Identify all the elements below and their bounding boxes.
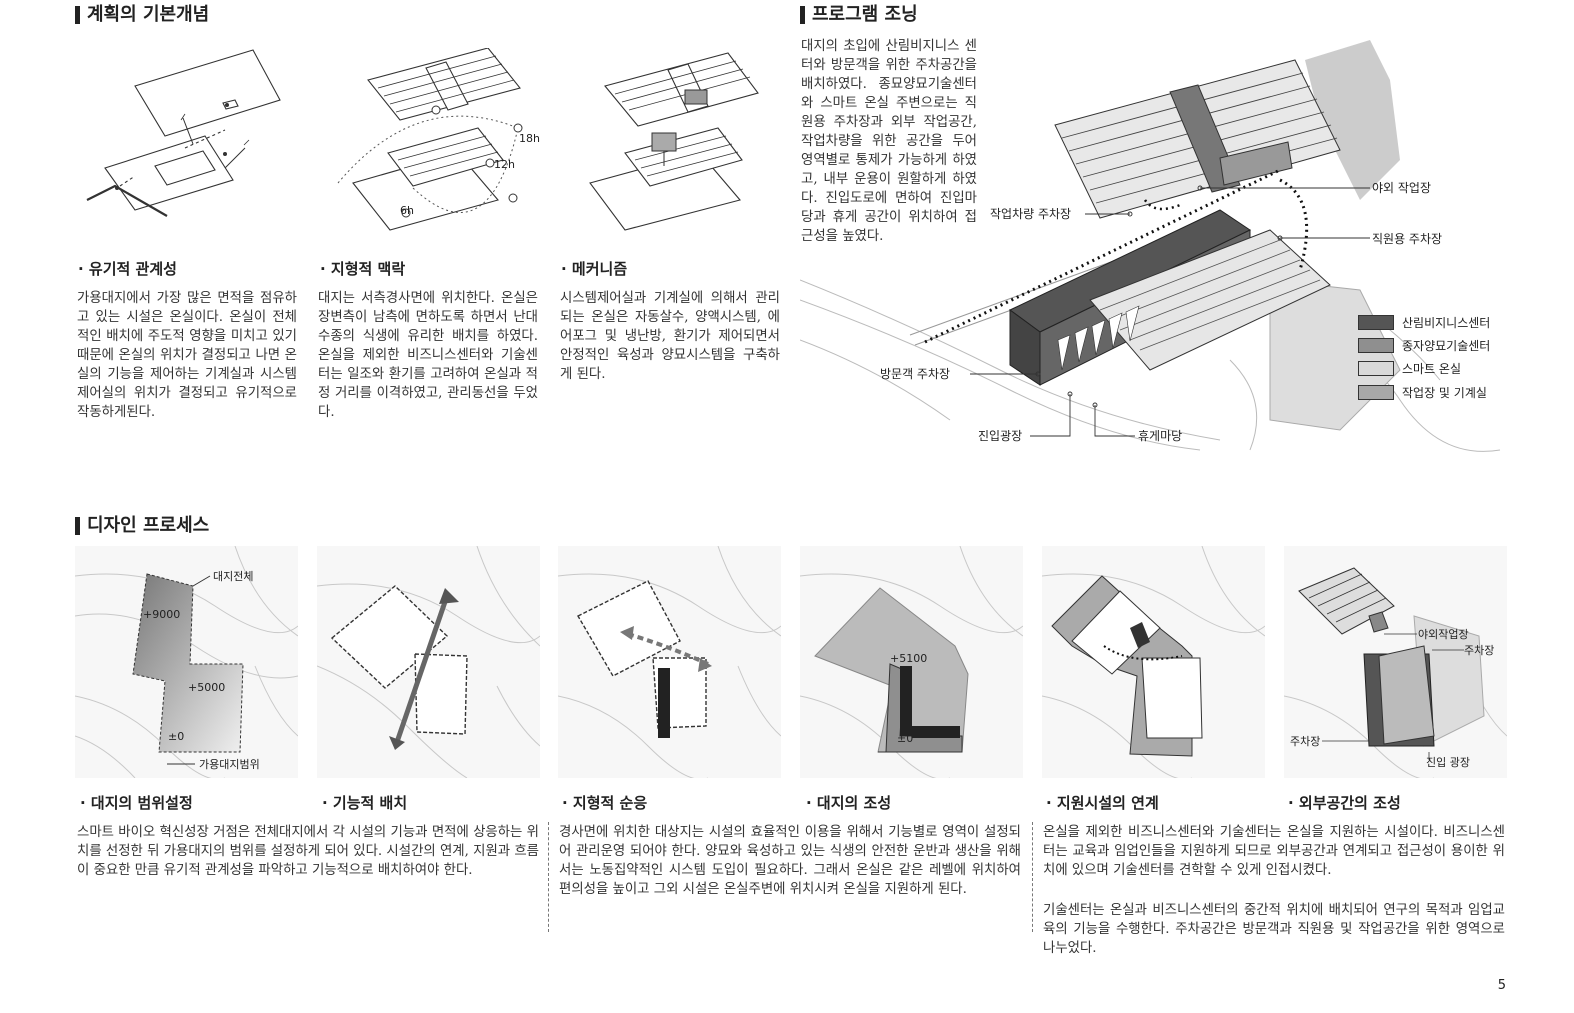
process-diagram-functional	[317, 546, 540, 778]
legend-swatch	[1358, 361, 1394, 376]
label-usable-range: 가용대지범위	[199, 758, 260, 771]
label-entry-plaza: 진입광장	[978, 429, 1022, 443]
concept-diagram-terrain: 18h 12h 6h	[318, 48, 548, 238]
process-diagram-support-link	[1042, 546, 1265, 778]
legend-label: 산림비지니스센터	[1402, 314, 1490, 331]
legend-swatch	[1358, 338, 1394, 353]
label-18h: 18h	[519, 132, 540, 145]
label-elev-5100: +5100	[890, 652, 927, 665]
concept-title-1: · 유기적 관계성	[78, 258, 177, 279]
label-6h: 6h	[400, 204, 414, 217]
label-elev-0b: ±0	[897, 732, 913, 745]
concept-title-2: · 지형적 맥락	[320, 258, 405, 279]
legend-swatch	[1358, 315, 1394, 330]
process-title-6: · 외부공간의 조성	[1288, 792, 1401, 813]
section-title-process: 디자인 프로세스	[75, 515, 209, 537]
process-title-4: · 대지의 조성	[806, 792, 891, 813]
legend-label: 스마트 온실	[1402, 360, 1461, 377]
label-parking-b: 주차장	[1290, 735, 1320, 748]
legend-item-workshop: 작업장 및 기계실	[1358, 384, 1487, 401]
process-diagram-site-grading: +5100 ±0	[800, 546, 1023, 778]
label-site-all: 대지전체	[213, 570, 253, 583]
process-title-5: · 지원시설의 연계	[1046, 792, 1159, 813]
label-entry-plaza2: 진입 광장	[1426, 756, 1470, 769]
process-title-1: · 대지의 범위설정	[80, 792, 193, 813]
label-elev-5000: +5000	[188, 681, 225, 694]
label-visitor-parking: 방문객 주차장	[880, 367, 950, 381]
section-title-concept: 계획의 기본개념	[75, 4, 209, 26]
divider	[1032, 822, 1033, 932]
concept-text-2: 대지는 서측경사면에 위치한다. 온실은 장변측이 남측에 면하도록 하면서 난…	[318, 289, 538, 422]
concept-diagram-organic	[75, 48, 305, 238]
process-diagram-terrain-adapt	[558, 546, 781, 778]
process-text-2: 경사면에 위치한 대상지는 시설의 효율적인 이용을 위해서 기능별로 영역이 …	[559, 823, 1021, 899]
legend-label: 종자양묘기술센터	[1402, 337, 1490, 354]
concept-text-3: 시스템제어실과 기계실에 의해서 관리되는 온실은 자동살수, 양액시스템, 에…	[560, 289, 780, 384]
label-elev-0: ±0	[168, 730, 184, 743]
label-staff-parking: 직원용 주차장	[1372, 232, 1442, 246]
process-diagram-site-range: 대지전체 +9000 +5000 ±0 가용대지범위	[75, 546, 298, 778]
label-outdoor-work: 야외 작업장	[1372, 181, 1431, 195]
label-outdoor-work2: 야외작업장	[1418, 628, 1469, 641]
process-title-3: · 지형적 순응	[562, 792, 647, 813]
page-number: 5	[1498, 978, 1506, 993]
legend-label: 작업장 및 기계실	[1402, 384, 1487, 401]
concept-title-3: · 메커니즘	[561, 258, 627, 279]
process-title-2: · 기능적 배치	[322, 792, 407, 813]
legend-item-seed-tech: 종자양묘기술센터	[1358, 337, 1490, 354]
process-text-4: 기술센터는 온실과 비즈니스센터의 중간적 위치에 배치되어 연구의 목적과 임…	[1043, 901, 1505, 958]
legend-item-smart-greenhouse: 스마트 온실	[1358, 360, 1461, 377]
section-title-program: 프로그램 조닝	[800, 4, 918, 26]
label-12h: 12h	[494, 158, 515, 171]
concept-diagram-mechanism	[560, 48, 790, 238]
process-text-3: 온실을 제외한 비즈니스센터와 기술센터는 온실을 지원하는 시설이다. 비즈니…	[1043, 823, 1505, 880]
label-elev-9000: +9000	[143, 608, 180, 621]
label-rest-yard: 휴게마당	[1138, 429, 1182, 443]
legend-item-business: 산림비지니스센터	[1358, 314, 1490, 331]
label-parking-a: 주차장	[1464, 644, 1494, 657]
concept-text-1: 가용대지에서 가장 많은 면적을 점유하고 있는 시설은 온실이다. 온실이 전…	[77, 289, 297, 422]
divider	[548, 822, 549, 932]
legend-swatch	[1358, 385, 1394, 400]
process-text-1: 스마트 바이오 혁신성장 거점은 전체대지에서 각 시설의 기능과 면적에 상응…	[77, 823, 539, 880]
process-diagram-outdoor-space: 야외작업장 주차장 주차장 진입 광장	[1284, 546, 1507, 778]
label-work-vehicle-parking: 작업차량 주차장	[990, 207, 1071, 221]
